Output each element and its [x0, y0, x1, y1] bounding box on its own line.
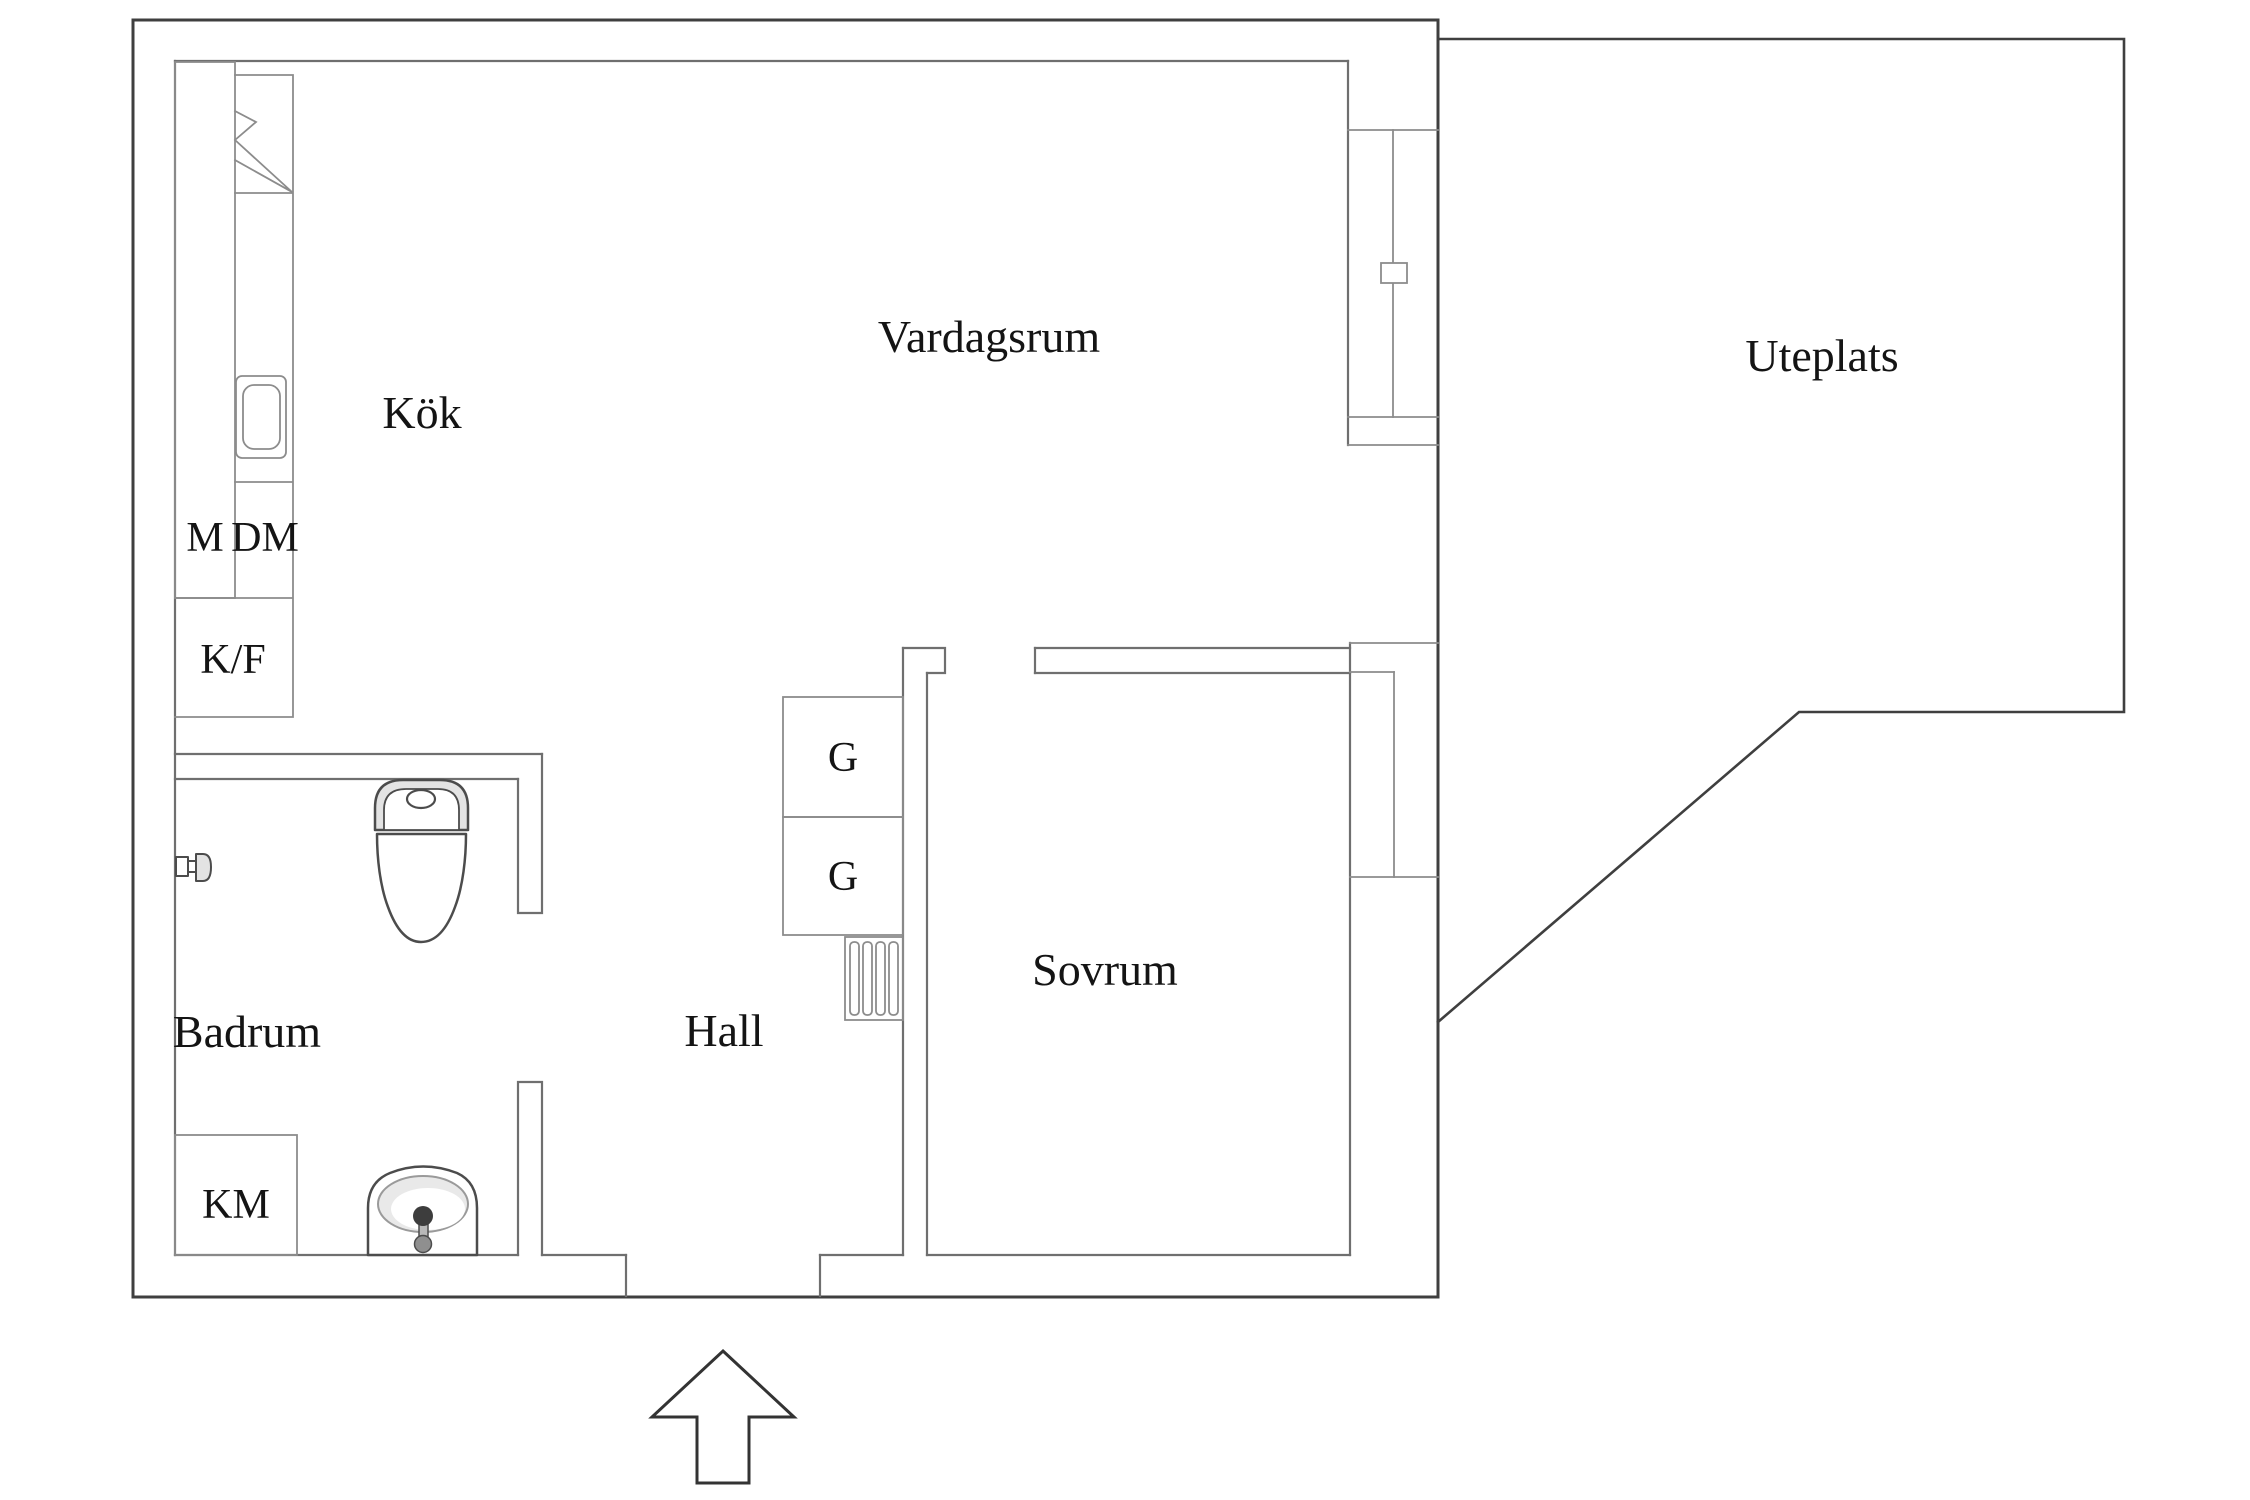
radiator-bar-icon	[849, 941, 860, 1016]
kitchen-sink-basin-icon	[242, 384, 281, 450]
bathroom-right-wall-lower	[516, 1080, 544, 1257]
bathroom-right-wall-upper	[516, 752, 544, 915]
mixer-stem	[187, 860, 197, 873]
uteplats-outline	[1436, 37, 2126, 1024]
room-label-sovrum: Sovrum	[1032, 944, 1178, 995]
radiator-bar-icon	[888, 941, 899, 1016]
unit-label-fridge-freezer: K/F	[200, 637, 265, 683]
window-handle-icon	[1380, 262, 1408, 284]
toilet-bowl	[375, 832, 468, 944]
radiator-bar-icon	[862, 941, 873, 1016]
labels: Kök Vardagsrum Uteplats Badrum Hall Sovr…	[173, 311, 1899, 1228]
toilet-button-icon	[405, 788, 437, 810]
toilet-tank-inner	[383, 788, 460, 831]
basin-drain-icon	[413, 1234, 433, 1254]
wardrobe-g-lower-box	[782, 816, 904, 936]
unit-label-wardrobe-lower: G	[828, 854, 858, 900]
basin-faucet-icon	[413, 1206, 433, 1226]
counter-divider-lines	[174, 74, 294, 718]
unit-label-dishwasher: DM	[231, 515, 299, 561]
apartment-outline	[131, 18, 1440, 1299]
unit-label-washing-machine: KM	[202, 1182, 270, 1228]
mixer-knob-icon	[195, 853, 212, 882]
room-label-kok: Kök	[382, 387, 461, 438]
vardagsrum-window	[1347, 129, 1439, 446]
stove-symbol-icon	[233, 109, 294, 194]
hall-wardrobes	[782, 696, 904, 1021]
outer-walls	[131, 18, 2126, 1299]
room-label-vardagsrum: Vardagsrum	[878, 311, 1100, 362]
toilet-fixture	[373, 778, 470, 944]
room-label-badrum: Badrum	[173, 1006, 321, 1057]
unit-label-wardrobe-upper: G	[828, 735, 858, 781]
radiator-grille-box	[844, 936, 904, 1021]
mixer-base	[175, 856, 189, 877]
sovrum-window	[1349, 642, 1439, 878]
room-label-hall: Hall	[684, 1005, 763, 1056]
room-label-uteplats: Uteplats	[1745, 330, 1898, 381]
washing-machine-box	[174, 1134, 298, 1256]
radiator-bar-icon	[875, 941, 886, 1016]
shower-mixer-fixture	[175, 853, 212, 882]
entrance-arrow-icon	[648, 1348, 798, 1485]
unit-label-microwave: M	[186, 515, 223, 561]
kitchen-counter-strip	[174, 61, 294, 718]
hall-sovrum-wall-top-jamb	[901, 646, 947, 675]
washbasin-fixture	[366, 1165, 479, 1257]
inner-walls	[173, 59, 1352, 1298]
